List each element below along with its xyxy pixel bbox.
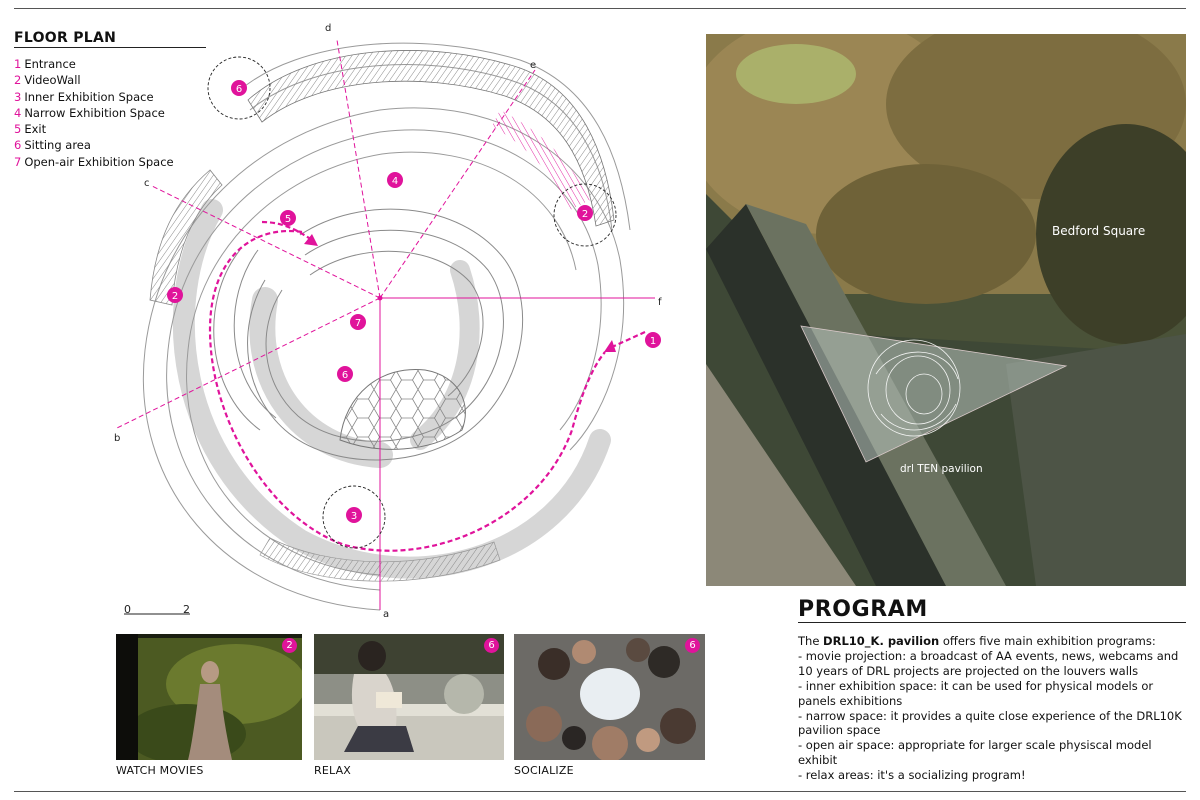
program-item: - narrow space: it provides a quite clos…: [798, 708, 1182, 738]
legend-label: Open-air Exhibition Space: [24, 154, 174, 169]
floor-plan-title-underline: [14, 47, 206, 48]
section-label-e: e: [530, 60, 536, 71]
hexagon-seating-area: [339, 368, 466, 450]
aerial-photo: [706, 34, 1186, 586]
program-description: The DRL10_K. pavilion offers five main e…: [798, 634, 1190, 783]
marker-number: 2: [0, 0, 10, 4]
marker-number: 3: [351, 511, 357, 522]
program-intro-prefix: The: [798, 634, 824, 648]
legend-label: Entrance: [24, 57, 76, 71]
marker-exit: 5: [280, 210, 296, 226]
program-intro: The DRL10_K. pavilion offers five main e…: [798, 634, 1190, 649]
program-item: - relax areas: it's a socializing progra…: [798, 768, 1026, 783]
louver-band-left: [149, 169, 223, 306]
legend-number: 4: [14, 105, 22, 120]
caption-watch-movies: WATCH MOVIES: [116, 764, 204, 777]
marker-number: 2: [582, 209, 588, 220]
program-name: DRL10_K. pavilion: [823, 634, 940, 648]
caption-relax: RELAX: [314, 764, 352, 777]
floor-plan-drawing: a b c d e f 1 2 2 2 3 4 5 6 6 7 0 2: [0, 0, 662, 620]
section-lines-solid: [379, 297, 655, 610]
louver-band-top: [247, 50, 615, 227]
caption-socialize: SOCIALIZE: [514, 764, 574, 777]
photo-badge: 6: [484, 638, 499, 653]
marker-number: 6: [342, 370, 348, 381]
photo-relax: 6: [314, 634, 504, 760]
legend-label: Inner Exhibition Space: [24, 89, 154, 104]
section-label-a: a: [383, 609, 389, 620]
legend-number: 1: [14, 57, 22, 71]
legend-number: 6: [14, 138, 22, 153]
legend-number: 7: [14, 154, 22, 169]
entrance-path: [611, 330, 646, 349]
marker-number: 4: [392, 176, 398, 187]
marker-number: 2: [172, 291, 178, 302]
legend-number: 2: [14, 73, 22, 88]
marker-number: 7: [355, 318, 361, 329]
legend-label: Exit: [24, 122, 47, 137]
scale-bar-start: 0: [124, 603, 131, 616]
marker-number: 5: [285, 214, 291, 225]
program-item: - inner exhibition space: it can be used…: [798, 678, 1154, 708]
label-bedford-square: Bedford Square: [1052, 224, 1146, 238]
label-pavilion: drl TEN pavilion: [900, 463, 983, 475]
marker-entrance: 1: [645, 332, 661, 348]
photo-watch-movies: 2: [116, 634, 302, 760]
louver-band-bottom: [259, 537, 501, 582]
louver-band-highlight: [492, 110, 590, 210]
section-lines: [116, 39, 536, 429]
bottom-rule: [14, 791, 1186, 792]
circulation-path: [208, 229, 606, 552]
marker-zones: [207, 56, 617, 549]
legend-label: Sitting area: [24, 138, 91, 153]
marker-videowall-right: 2: [577, 205, 593, 221]
section-label-d: d: [325, 23, 331, 34]
program-item: - movie projection: a broadcast of AA ev…: [798, 648, 1179, 678]
marker-videowall-left: 2: [167, 287, 183, 303]
top-rule: [14, 8, 1186, 9]
marker-sitting-top: 6: [231, 80, 247, 96]
program-intro-suffix: offers five main exhibition programs:: [939, 634, 1156, 648]
section-label-b: b: [114, 433, 120, 444]
legend-label: VideoWall: [24, 73, 81, 88]
section-label-f: f: [658, 297, 662, 308]
program-title-underline: [798, 622, 1186, 623]
entrance-arrow-icon: [604, 340, 616, 352]
scale-bar: 0 2: [124, 603, 190, 616]
program-title: PROGRAM: [798, 597, 928, 622]
photo-badge: 2: [282, 638, 297, 653]
legend-number: 5: [14, 122, 22, 137]
exit-arrow-icon: [304, 234, 318, 246]
marker-number: 1: [650, 336, 656, 347]
program-item: - open air space: appropriate for larger…: [798, 738, 1152, 768]
photo-socialize: 6: [514, 634, 705, 760]
legend-number: 3: [14, 89, 22, 104]
marker-sitting-center: 6: [337, 366, 353, 382]
marker-number: 6: [236, 84, 242, 95]
plan-center-point: [377, 295, 383, 301]
scale-bar-end: 2: [183, 603, 190, 616]
photo-badge: 6: [685, 638, 700, 653]
floor-plan-title: FLOOR PLAN: [14, 30, 117, 46]
section-label-c: c: [144, 178, 150, 189]
marker-inner-space: 3: [346, 507, 362, 523]
marker-narrow-space: 4: [387, 172, 403, 188]
marker-open-air: 7: [350, 314, 366, 330]
legend-label: Narrow Exhibition Space: [24, 105, 165, 120]
